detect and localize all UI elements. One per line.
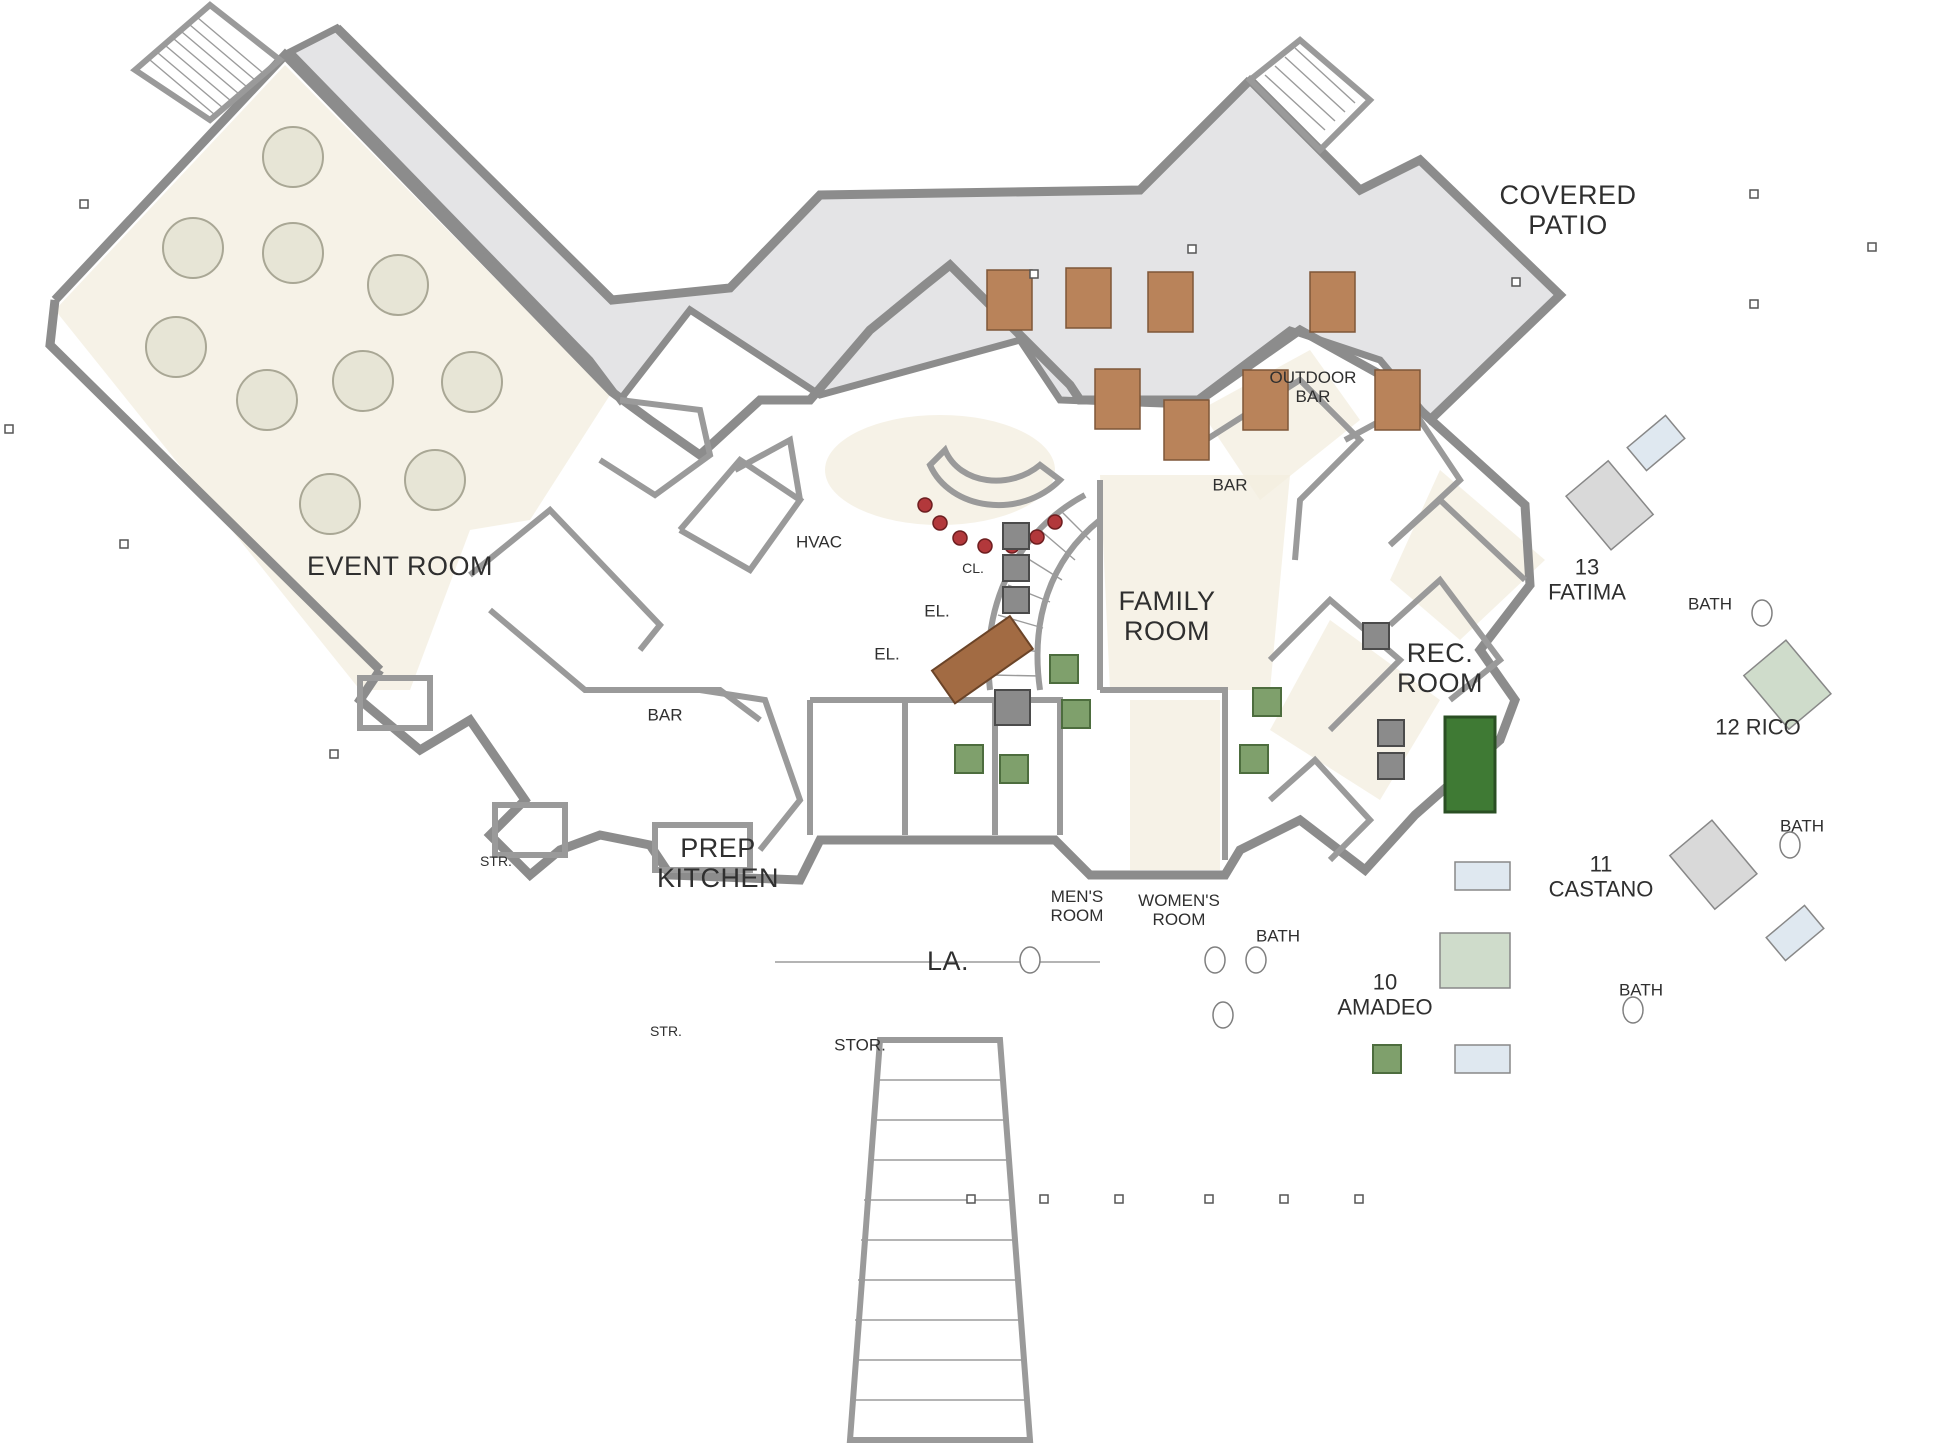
room-11-label: 11 CASTANO — [1548, 851, 1654, 901]
north-staircase-icon — [130, 1, 285, 124]
room-10-floor — [1130, 700, 1220, 870]
bar-counter — [926, 444, 1065, 509]
event-bar-label: BAR — [647, 705, 683, 725]
family-room-rug — [825, 415, 1055, 525]
laundry-label: LA. — [926, 945, 970, 976]
lounge-chair-icon — [954, 522, 1405, 1074]
restroom-block — [810, 697, 1063, 835]
bar-label: BAR — [1212, 475, 1248, 495]
family-room-label: FAMILY ROOM — [1118, 585, 1216, 646]
elevator-core — [677, 456, 805, 574]
bath-11-walls — [1268, 755, 1375, 863]
pool-table-icon — [1443, 715, 1497, 814]
elevator-2-label: EL. — [874, 644, 900, 664]
toilet-icon — [1019, 599, 1801, 1029]
womens-room-label: WOMEN'S ROOM — [1138, 890, 1220, 929]
elevator-core-2 — [733, 435, 803, 501]
room-10-label: 10 AMADEO — [1337, 969, 1433, 1019]
family-room-ottoman — [994, 689, 1031, 726]
laundry-walls — [699, 687, 804, 852]
prep-kitchen-wall — [488, 607, 762, 723]
hvac-walls — [598, 397, 714, 499]
round-table-icon — [145, 126, 503, 535]
picnic-table-icon — [986, 267, 1421, 461]
stair-2-label: STR. — [650, 1023, 682, 1040]
stair-box-2 — [492, 802, 568, 858]
outdoor-bar-label: OUTDOOR BAR — [1269, 367, 1357, 406]
east-staircase-icon — [1245, 36, 1375, 155]
elevator-1-label: EL. — [924, 601, 950, 621]
bath-center-label: BATH — [1255, 926, 1301, 946]
event-room-label: EVENT ROOM — [306, 550, 494, 581]
patio-north-edge — [333, 24, 1254, 305]
bed-icon — [1439, 414, 1833, 1074]
event-bar-walls — [468, 505, 664, 652]
mens-room-label: MEN'S ROOM — [1050, 886, 1104, 925]
bath-12-label: BATH — [1779, 816, 1825, 836]
room-12-label: 12 RICO — [1715, 714, 1801, 740]
closet-label: CL. — [962, 560, 984, 577]
family-room-sofa — [930, 614, 1035, 705]
room-10-walls — [1100, 687, 1228, 860]
rec-room-label: REC. ROOM — [1397, 637, 1483, 698]
covered-patio-label: COVERED PATIO — [1499, 179, 1637, 240]
south-entry-staircase-icon — [846, 1037, 1034, 1443]
rec-room-floor — [1100, 475, 1290, 690]
room-12-walls — [1387, 495, 1528, 583]
hvac-label: HVAC — [796, 532, 842, 552]
room-13-label: 13 FATIMA — [1548, 554, 1626, 604]
storage-box — [652, 822, 753, 873]
bath-12-walls — [1387, 575, 1505, 703]
event-room-west-wall — [45, 299, 384, 674]
stair-box-1 — [357, 675, 433, 731]
stair-1-label: STR. — [480, 853, 512, 870]
prep-kitchen-label: PREP KITCHEN — [656, 832, 780, 893]
bath-13-label: BATH — [1687, 594, 1733, 614]
bath-11-label: BATH — [1618, 980, 1664, 1000]
column-icon — [4, 189, 1877, 1204]
storage-label: STOR. — [834, 1035, 886, 1055]
